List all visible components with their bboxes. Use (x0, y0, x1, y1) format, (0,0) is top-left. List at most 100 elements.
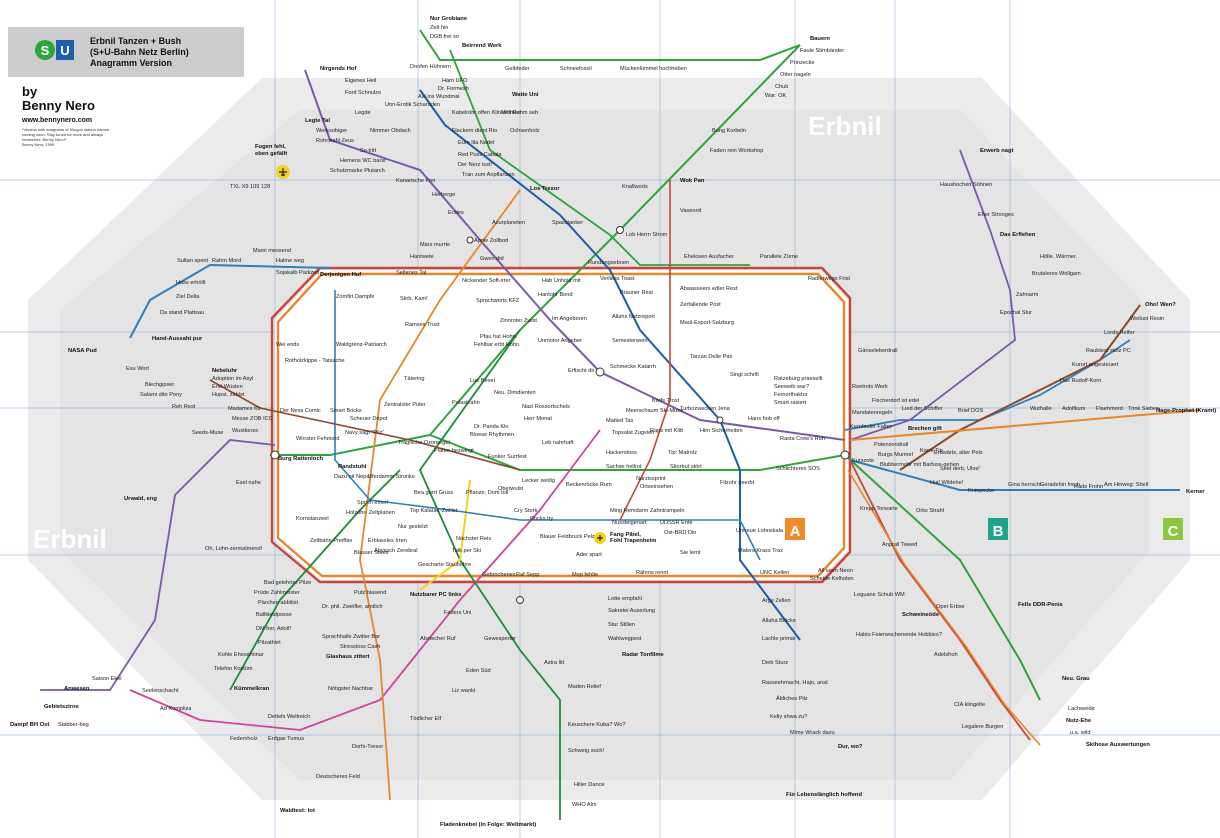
station-lob-herrn-strom[interactable]: Lob Herrn Strom (626, 232, 668, 238)
station-flaehmord[interactable]: Flaehmord (1096, 406, 1123, 412)
station-wahlwegpest[interactable]: Wahlwegpest (608, 636, 642, 642)
station-seeds-muse[interactable]: Seeds-Muse (192, 430, 223, 436)
station-adelsfroh[interactable]: Adelsfroh (934, 652, 958, 658)
station-zahnarm[interactable]: Zahnarm (1016, 292, 1039, 298)
station-adoption[interactable]: Adoption im Asyl (212, 376, 253, 382)
station-deutscheres-feld[interactable]: Deutscheres Feld (316, 774, 360, 780)
station-central[interactable] (595, 367, 605, 377)
station-top-kalauer[interactable]: Top Kalauer-Zwilist (410, 508, 458, 514)
station-sachse-hellrot[interactable]: Sachse hellrot (606, 464, 642, 470)
station-abwasseers[interactable]: Abwasseers edler Rest (680, 286, 738, 292)
station-topsalat[interactable]: Topsalat Zugvieh (612, 430, 654, 436)
station-platter[interactable]: Platter bezwingt (434, 448, 474, 454)
station-nussteigenart[interactable]: Nussteigenart (612, 520, 647, 526)
station-lords-helfer[interactable]: Lords Helfer (1104, 330, 1135, 336)
station-legalere-burgen[interactable]: Legalere Burgen (962, 724, 1003, 730)
station-erdwaerts[interactable]: Erdwärts, alter Pelz (934, 450, 983, 456)
station-funker[interactable]: Funker Surrfest (488, 454, 527, 460)
station-werksobiger[interactable]: Werksobiger (316, 128, 347, 134)
station-potenzendrall[interactable]: Potenzendrall (874, 442, 908, 448)
station-udssr-ente[interactable]: UDSSR Ente (660, 520, 693, 526)
station-rasseeehmacht[interactable]: Rasseehmacht, Hajo, anal (762, 680, 828, 686)
station-pflanze-dom-toll[interactable]: Pflanze, Dom toll (466, 490, 508, 496)
station-habts[interactable]: Habts Feierwochenende Hobbies? (856, 632, 942, 638)
station-verliess-toast[interactable]: Verliess Toast (600, 276, 635, 282)
station-lue-bevel[interactable]: Lue Bevel (470, 378, 495, 384)
station-hiller-dance[interactable]: Hiller Dance (574, 782, 604, 788)
station-ua-wild[interactable]: u.a. wild (1070, 730, 1091, 736)
station-vasennit[interactable]: Vasennit (680, 208, 702, 214)
station-messe-zob[interactable]: Messe ZOB ICC (232, 416, 273, 422)
station-south-hub[interactable] (516, 596, 524, 604)
station-lachweide[interactable]: Lachweide (1068, 706, 1095, 712)
station-brutaleres[interactable]: Brutaleres Wollgam (1032, 271, 1081, 277)
station-uferdamm[interactable]: Uferdamm Strunke (368, 474, 415, 480)
station-zentralster[interactable]: Zentralster Puter (384, 402, 426, 408)
station-kurort[interactable]: Kurort angesteuert (1072, 362, 1119, 368)
station-bea-gurrt[interactable]: Bea gurrt Gruss (414, 490, 454, 496)
station-maden-relief[interactable]: Maden Relief (568, 684, 601, 690)
station-ratzeburg[interactable]: Ratzeburg praesellt (774, 376, 823, 382)
station-kornstanzeel[interactable]: Kornstanzeel (296, 516, 329, 522)
station-skorbut-stort[interactable]: Skorbut stört (670, 464, 702, 470)
station-burg-rattenloch[interactable]: Burg Rattenloch (278, 456, 324, 462)
station-das-rudolf[interactable]: Das Rudolf-Korn (1060, 378, 1101, 384)
station-wuthalle[interactable]: Wuthalle (1030, 406, 1052, 412)
station-mime-wrack[interactable]: Mime Wrack dazu (790, 730, 835, 736)
station-korfs-trost[interactable]: Korfs Trost (652, 398, 679, 404)
station-der-nerz[interactable]: Der Nerz isst! (458, 162, 492, 168)
station-hub-3[interactable] (716, 416, 724, 424)
station-maul-export[interactable]: Maul-Export-Salzburg (680, 320, 734, 326)
station-hub-2[interactable] (466, 236, 474, 244)
station-tarzan-delle[interactable]: Tarzan Delle Pax (690, 354, 732, 360)
station-lotte-empfahl[interactable]: Lotte empfahl (608, 596, 642, 602)
station-eure-lila-nadel[interactable]: Eure lila Nadel (458, 140, 494, 146)
station-schmecke[interactable]: Schmecke Katarrh (610, 364, 656, 370)
station-los-tresor[interactable]: Los Tresor (530, 186, 560, 192)
station-all-seen-neon[interactable]: All seen Neon (818, 568, 853, 574)
station-kuemmelkran[interactable]: Kümmelkran (234, 686, 270, 692)
station-navy-sagt[interactable]: Navy sagt "Pilz" (345, 430, 384, 436)
station-wirrster[interactable]: Wirrster Fehmord (296, 436, 340, 442)
station-matted-tas[interactable]: Matted Tas (606, 418, 633, 424)
station-holzohr[interactable]: Holzohr- Zeltplanen (346, 510, 395, 516)
station-abyssch[interactable]: Abyssch Zerebral (374, 548, 418, 554)
station-rahm-mord[interactable]: Rahm Mord (212, 258, 241, 264)
station-sultan-spent[interactable]: Sultan spent (177, 258, 209, 264)
station-unmotor[interactable]: Unmotor Angeber (538, 338, 582, 344)
station-hans-hob-off[interactable]: Hans hob off (748, 416, 780, 422)
station-erstes[interactable]: Erstes (448, 210, 464, 216)
station-dieb-sturz[interactable]: Dieb Sturz (762, 660, 788, 666)
station-stabber-beg[interactable]: Stabber-beg (58, 722, 89, 728)
station-wei-ends[interactable]: Wei ends (276, 342, 299, 348)
station-zomfirt[interactable]: Zomfirt Dampfe (336, 294, 375, 300)
station-legde[interactable]: Legde (355, 110, 371, 116)
station-bang-kurbeln[interactable]: Bang Kurbeln (712, 128, 746, 134)
station-der-ness[interactable]: Der Ness Comic (280, 408, 321, 414)
station-rocks-try[interactable]: Rocks try (530, 516, 554, 522)
station-haushochen[interactable]: Haushochen Söhnen (940, 182, 992, 188)
station-telefon-kostuem[interactable]: Telefon Kostüm (214, 666, 253, 672)
station-kohle-eheseminar[interactable]: Kohle Eheseminar (218, 652, 264, 658)
station-tatering[interactable]: Tätering (404, 376, 425, 382)
station-reh-rest[interactable]: Reh Rest (172, 404, 196, 410)
station-arge-zellen[interactable]: Arge Zellen (762, 598, 791, 604)
station-trink-sieben[interactable]: Trink Sieben (1128, 406, 1159, 412)
station-sprachhalle[interactable]: Sprachhalle Zwitter Bar (322, 634, 380, 640)
station-ramses-trust[interactable]: Ramses Trust (405, 322, 440, 328)
station-dr-formesh[interactable]: Dr. Formesh (438, 86, 469, 92)
station-smart-bricks[interactable]: Smart Bricks (330, 408, 362, 414)
station-faders-uni[interactable]: Faders Uni (444, 610, 471, 616)
station-ehelosen[interactable]: Ehelosen Ausfacher (684, 254, 734, 260)
station-erdgas-tumus[interactable]: Erdgas Tumus (268, 736, 304, 742)
station-ming-hemdarm[interactable]: Ming Hemdarm (610, 508, 649, 514)
station-turbozwecken[interactable]: Turbozwecken Jena (680, 406, 731, 412)
station-chub[interactable]: Chub (775, 84, 788, 90)
station-faden-rein[interactable]: Faden rein Workshop (710, 148, 763, 154)
station-tran-zum[interactable]: Tran zum Anpflanzen (462, 172, 515, 178)
station-mami-messend[interactable]: Mami messend (253, 248, 291, 254)
station-dampf-bh[interactable]: Dampf BH Ost (10, 722, 49, 728)
station-red-puss[interactable]: Red Puss Cabala (458, 152, 502, 158)
station-anwesen[interactable]: Anwesen (64, 686, 90, 692)
station-fischerdorf[interactable]: Fischerdorf ist edel (872, 398, 919, 404)
